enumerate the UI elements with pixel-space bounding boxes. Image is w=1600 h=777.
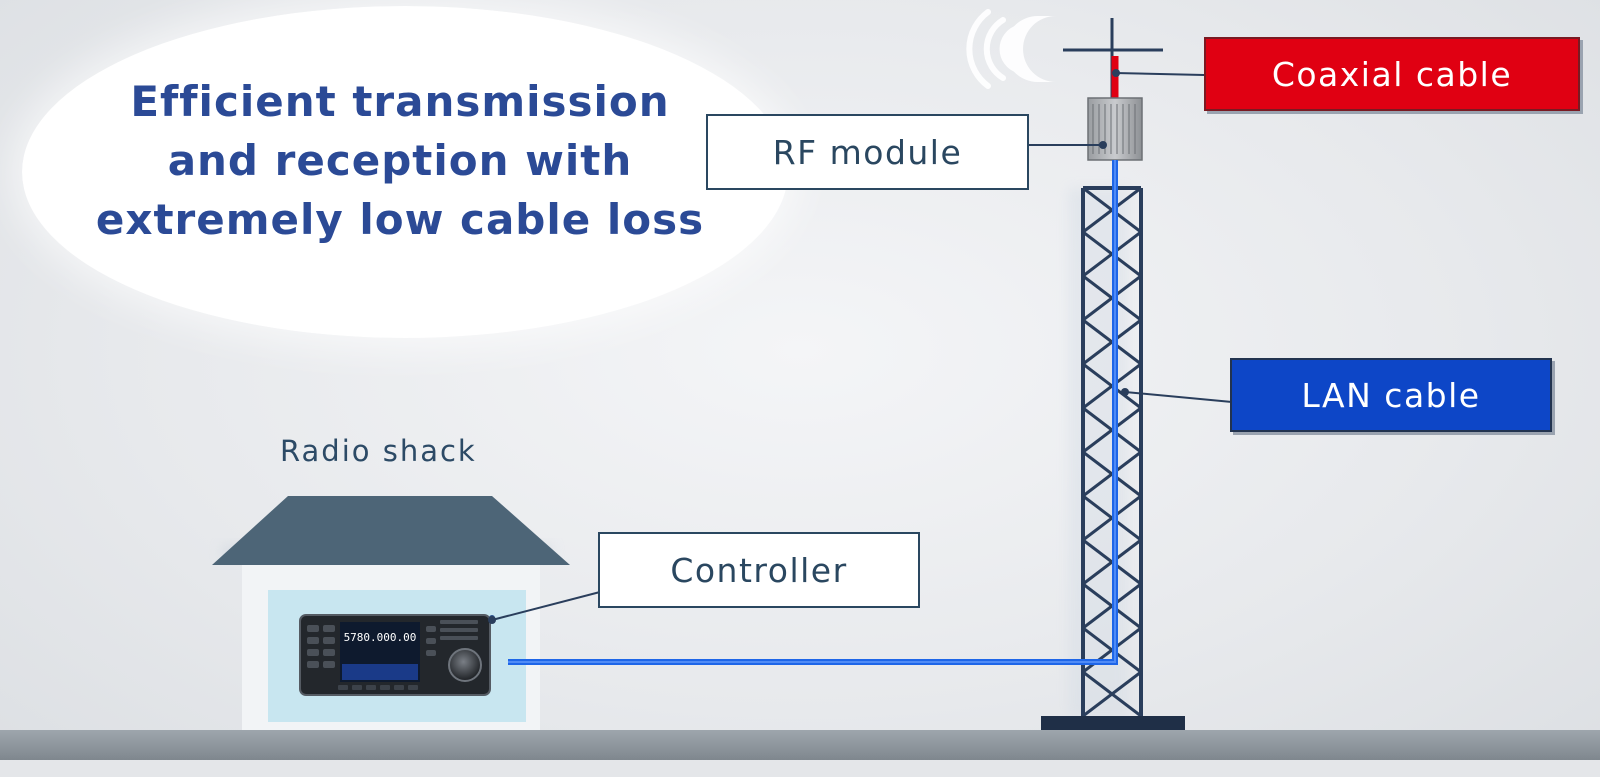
coaxial-cable-label: Coaxial cable xyxy=(1204,37,1580,111)
tower-brace xyxy=(1082,670,1142,718)
headline-bubble xyxy=(22,6,788,338)
headline-line-1: Efficient transmission xyxy=(130,77,670,126)
headline: Efficient transmission and reception wit… xyxy=(70,72,730,249)
leader-lines xyxy=(491,72,1233,621)
rf-module-unit xyxy=(1087,97,1143,161)
radio-shack-label: Radio shack xyxy=(280,434,477,468)
antenna xyxy=(1063,18,1163,100)
controller-device: 5780.000.00 xyxy=(299,614,495,696)
ground-strip xyxy=(0,730,1600,760)
lan-cable-label: LAN cable xyxy=(1230,358,1552,432)
tower-base xyxy=(1041,716,1185,730)
shack-roof xyxy=(212,496,570,565)
ground-lower-band xyxy=(0,760,1600,777)
device-frequency: 5780.000.00 xyxy=(344,631,417,644)
headline-line-2: and reception with xyxy=(167,136,633,185)
rf-module-label: RF module xyxy=(706,114,1029,190)
tuning-knob-icon xyxy=(448,648,482,682)
headline-line-3: extremely low cable loss xyxy=(95,195,705,244)
controller-label: Controller xyxy=(598,532,920,608)
signal-waves-icon xyxy=(966,9,1056,89)
